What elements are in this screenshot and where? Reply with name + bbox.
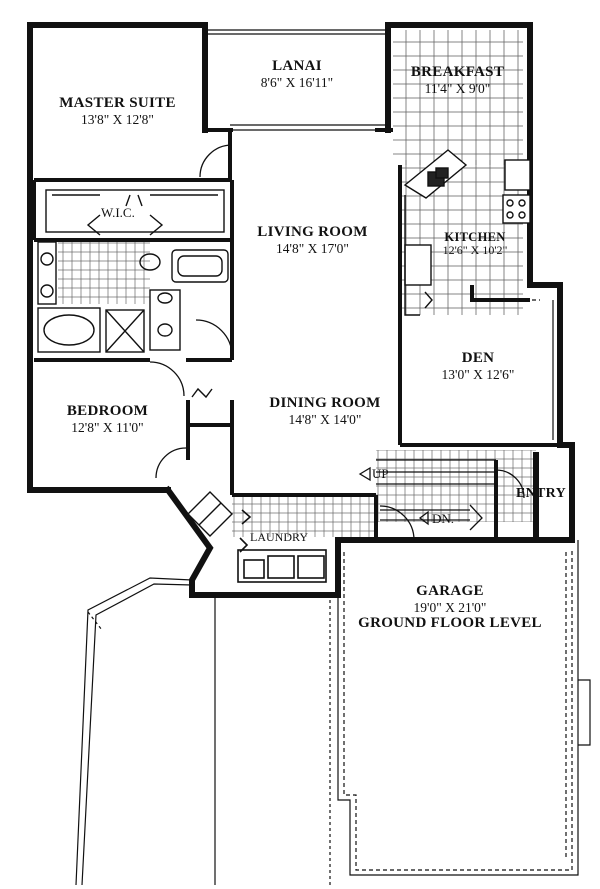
- lanai-name: LANAI: [272, 58, 322, 74]
- living-room-name: LIVING ROOM: [257, 224, 368, 240]
- garage: [337, 540, 591, 876]
- den-dims: 13'0" X 12'6": [441, 366, 515, 382]
- garage-dims: 19'0" X 21'0": [413, 599, 487, 615]
- master-suite-label: MASTER SUITE 13'8" X 12'8": [45, 95, 190, 127]
- laundry-tile-floor: [232, 495, 374, 537]
- bedroom-label: BEDROOM 12'8" X 11'0": [45, 403, 170, 435]
- mechanical-closet: [187, 387, 233, 537]
- stairs-down-label: DN.: [432, 511, 455, 526]
- garage-level: GROUND FLOOR LEVEL: [358, 614, 542, 631]
- dining-room-dims: 14'8" X 14'0": [288, 411, 362, 427]
- den-label: DEN 13'0" X 12'6": [418, 350, 538, 382]
- garage-name: GARAGE: [416, 583, 484, 599]
- kitchen-fixtures: [403, 149, 531, 316]
- kitchen-label: KITCHEN 12'6" X 10'2": [430, 230, 520, 257]
- walk-in-closet: [45, 189, 225, 236]
- dining-room-label: DINING ROOM 14'8" X 14'0": [250, 395, 400, 427]
- exterior-walls: [27, 22, 575, 598]
- bath-tile-floor: [58, 242, 150, 304]
- wic-label: W.I.C.: [101, 205, 135, 220]
- breakfast-tile-floor: [393, 30, 523, 165]
- stairs: [358, 459, 496, 531]
- kitchen-name: KITCHEN: [444, 230, 506, 244]
- door-swings: [149, 144, 525, 541]
- bedroom-name: BEDROOM: [66, 403, 149, 419]
- lanai-windows: [205, 29, 388, 131]
- master-suite-name: MASTER SUITE: [59, 95, 176, 111]
- living-room-dims: 14'8" X 17'0": [276, 240, 349, 256]
- driveway: [75, 577, 331, 886]
- entry-name: ENTRY: [515, 486, 566, 501]
- interior-walls: [32, 128, 560, 540]
- den-name: DEN: [461, 350, 495, 366]
- laundry-label: LAUNDRY: [250, 530, 309, 544]
- breakfast-dims: 11'4" X 9'0": [424, 80, 491, 96]
- garage-label: GARAGE 19'0" X 21'0" GROUND FLOOR LEVEL: [345, 583, 555, 632]
- breakfast-name: BREAKFAST: [410, 64, 505, 80]
- dining-room-name: DINING ROOM: [269, 395, 381, 411]
- breakfast-label: BREAKFAST 11'4" X 9'0": [395, 64, 520, 96]
- lanai-dims: 8'6" X 16'11": [260, 74, 334, 90]
- lanai-label: LANAI 8'6" X 16'11": [232, 58, 362, 90]
- laundry-fixtures: [237, 509, 327, 583]
- kitchen-dims: 12'6" X 10'2": [442, 243, 508, 257]
- master-suite-dims: 13'8" X 12'8": [81, 111, 154, 127]
- bedroom-dims: 12'8" X 11'0": [71, 419, 144, 435]
- entry-label: ENTRY: [510, 486, 572, 502]
- living-room-label: LIVING ROOM 14'8" X 17'0": [240, 224, 385, 256]
- bath-fixtures: [37, 241, 229, 353]
- stairs-up-label: UP: [372, 466, 389, 481]
